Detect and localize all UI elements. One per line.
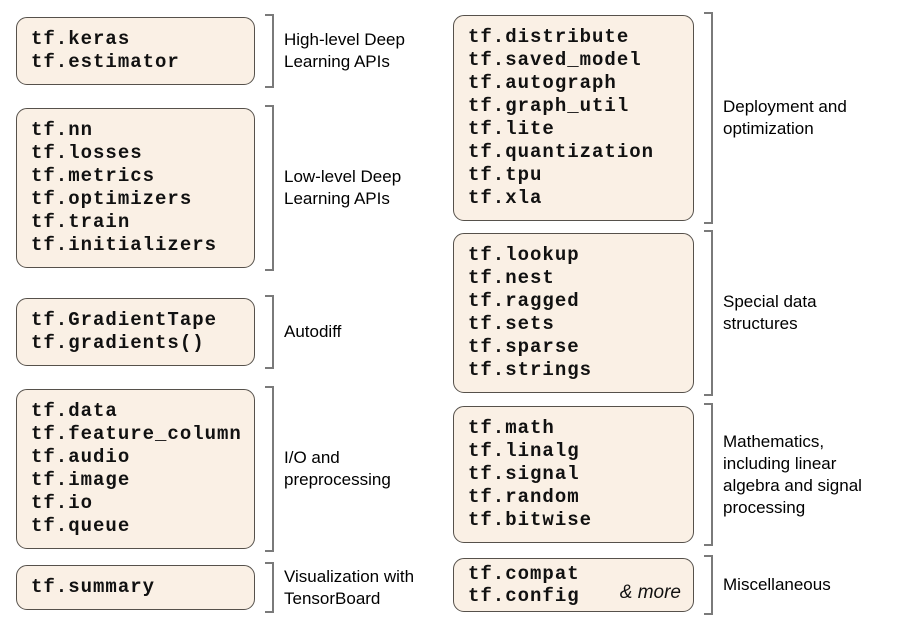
module-box-io: tf.data tf.feature_column tf.audio tf.im… — [16, 389, 255, 549]
module-box-high-level: tf.keras tf.estimator — [16, 17, 255, 85]
module-box-visualization: tf.summary — [16, 565, 255, 610]
group-deployment-optimization: tf.distribute tf.saved_model tf.autograp… — [453, 12, 847, 224]
module-box-low-level: tf.nn tf.losses tf.metrics tf.optimizers… — [16, 108, 255, 268]
module-list: tf.data tf.feature_column tf.audio tf.im… — [31, 400, 242, 537]
module-list: tf.GradientTape tf.gradients() — [31, 309, 218, 354]
bracket-icon — [704, 555, 713, 615]
group-autodiff: tf.GradientTape tf.gradients() Autodiff — [16, 295, 342, 369]
module-list: tf.math tf.linalg tf.signal tf.random tf… — [468, 417, 593, 531]
category-label: Autodiff — [284, 322, 342, 341]
bracket-icon — [265, 386, 274, 552]
bracket-icon — [265, 295, 274, 369]
bracket-icon — [265, 105, 274, 271]
module-list: tf.nn tf.losses tf.metrics tf.optimizers… — [31, 119, 218, 256]
module-box-deployment: tf.distribute tf.saved_model tf.autograp… — [453, 15, 694, 221]
category-label: Low-level Deep Learning APIs — [284, 167, 402, 208]
module-box-mathematics: tf.math tf.linalg tf.signal tf.random tf… — [453, 406, 694, 543]
bracket-icon — [265, 562, 274, 613]
module-box-miscellaneous: tf.compat tf.config & more — [453, 558, 694, 612]
group-special-data-structures: tf.lookup tf.nest tf.ragged tf.sets tf.s… — [453, 230, 817, 396]
category-label: Deployment and optimization — [723, 97, 847, 138]
category-label: Mathematics, including linear algebra an… — [723, 431, 862, 517]
group-mathematics: tf.math tf.linalg tf.signal tf.random tf… — [453, 403, 862, 546]
category-label: Miscellaneous — [723, 575, 831, 594]
group-visualization: tf.summary Visualization with TensorBoar… — [16, 562, 415, 613]
module-list: tf.lookup tf.nest tf.ragged tf.sets tf.s… — [468, 244, 593, 381]
module-list: tf.compat tf.config — [468, 563, 580, 607]
group-miscellaneous: tf.compat tf.config & more Miscellaneous — [453, 555, 831, 615]
and-more-note: & more — [619, 582, 681, 603]
category-label: High-level Deep Learning APIs — [284, 30, 405, 71]
module-box-special-data: tf.lookup tf.nest tf.ragged tf.sets tf.s… — [453, 233, 694, 393]
bracket-icon — [704, 230, 713, 396]
bracket-icon — [265, 14, 274, 88]
module-list: tf.summary — [31, 576, 156, 598]
bracket-icon — [704, 403, 713, 546]
category-label: I/O and preprocessing — [284, 448, 391, 489]
module-list: tf.keras tf.estimator — [31, 28, 180, 73]
category-label: Visualization with TensorBoard — [284, 566, 415, 608]
group-low-level-apis: tf.nn tf.losses tf.metrics tf.optimizers… — [16, 105, 402, 271]
module-box-autodiff: tf.GradientTape tf.gradients() — [16, 298, 255, 366]
category-label: Special data structures — [723, 292, 817, 333]
bracket-icon — [704, 12, 713, 224]
group-high-level-apis: tf.keras tf.estimator High-level Deep Le… — [16, 14, 405, 88]
group-io-preprocessing: tf.data tf.feature_column tf.audio tf.im… — [16, 386, 391, 552]
module-list: tf.distribute tf.saved_model tf.autograp… — [468, 26, 655, 209]
